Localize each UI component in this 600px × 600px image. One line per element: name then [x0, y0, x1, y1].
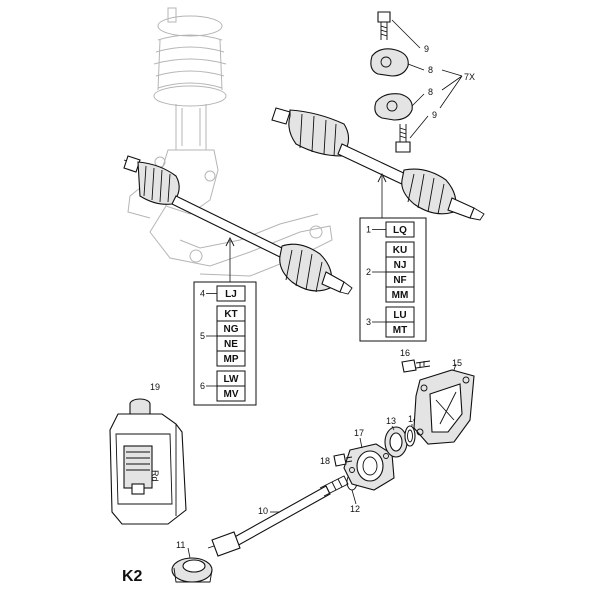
callout-8-upper: 8 — [428, 65, 433, 75]
callout-12: 12 — [350, 504, 360, 514]
code-lj: LJ — [225, 289, 237, 300]
code-ng: NG — [224, 324, 239, 335]
code-ku: KU — [393, 245, 407, 256]
row-number-3: 3 — [366, 317, 371, 327]
code-cell — [385, 321, 415, 338]
row-number-6: 6 — [200, 381, 205, 391]
code-mv: MV — [224, 389, 239, 400]
callout-13: 13 — [386, 416, 396, 426]
housing-bolt — [333, 453, 353, 467]
support-bracket — [413, 369, 475, 445]
code-nf: NF — [393, 275, 406, 286]
code-lw: LW — [224, 374, 240, 385]
bottle-label-text: Rd — [150, 470, 160, 482]
callout-17: 17 — [354, 428, 364, 438]
code-kt: KT — [224, 309, 237, 320]
code-ne: NE — [224, 339, 238, 350]
callout-7x: 7X — [464, 72, 475, 82]
callout-8-lower: 8 — [428, 87, 433, 97]
bearing-bracket-parts — [370, 11, 413, 153]
code-nj: NJ — [394, 260, 407, 271]
shaft-bearing — [384, 426, 408, 458]
callout-9-lower: 9 — [432, 110, 437, 120]
callout-19: 19 — [150, 382, 160, 392]
row-number-1: 1 — [366, 225, 371, 235]
callout-11: 11 — [176, 540, 185, 550]
code-mp: MP — [224, 354, 239, 365]
page-label: K2 — [122, 568, 143, 585]
callout-15: 15 — [452, 358, 462, 368]
code-mm: MM — [392, 290, 409, 301]
code-cell — [216, 285, 246, 302]
code-cell — [385, 286, 415, 303]
code-cell — [216, 385, 246, 402]
intermediate-shaft — [207, 475, 349, 557]
callout-9-upper: 9 — [424, 44, 429, 54]
row-number-5: 5 — [200, 331, 205, 341]
left-shaft-code-table: 4 LJ 5 KT NG NE MP 6 LW MV — [193, 281, 257, 406]
shaft-seal — [404, 425, 416, 447]
code-mt: MT — [393, 325, 407, 336]
bracket-bolt — [401, 359, 431, 373]
code-lq: LQ — [393, 225, 407, 236]
row-number-4: 4 — [200, 289, 205, 299]
bearing-housing — [343, 443, 395, 491]
right-shaft-code-table: 1 LQ 2 KU NJ NF MM 3 LU MT — [359, 217, 427, 342]
callout-18: 18 — [320, 456, 330, 466]
callout-16: 16 — [400, 348, 410, 358]
dust-shield — [171, 557, 213, 583]
code-lu: LU — [393, 310, 406, 321]
code-cell — [385, 221, 415, 238]
right-drive-shaft — [271, 107, 485, 221]
code-cell — [216, 350, 246, 367]
callout-10: 10 — [258, 506, 268, 516]
left-drive-shaft — [123, 155, 353, 295]
oil-bottle: Rd — [109, 398, 187, 525]
row-number-2: 2 — [366, 267, 371, 277]
callout-14: 14 — [408, 414, 418, 424]
